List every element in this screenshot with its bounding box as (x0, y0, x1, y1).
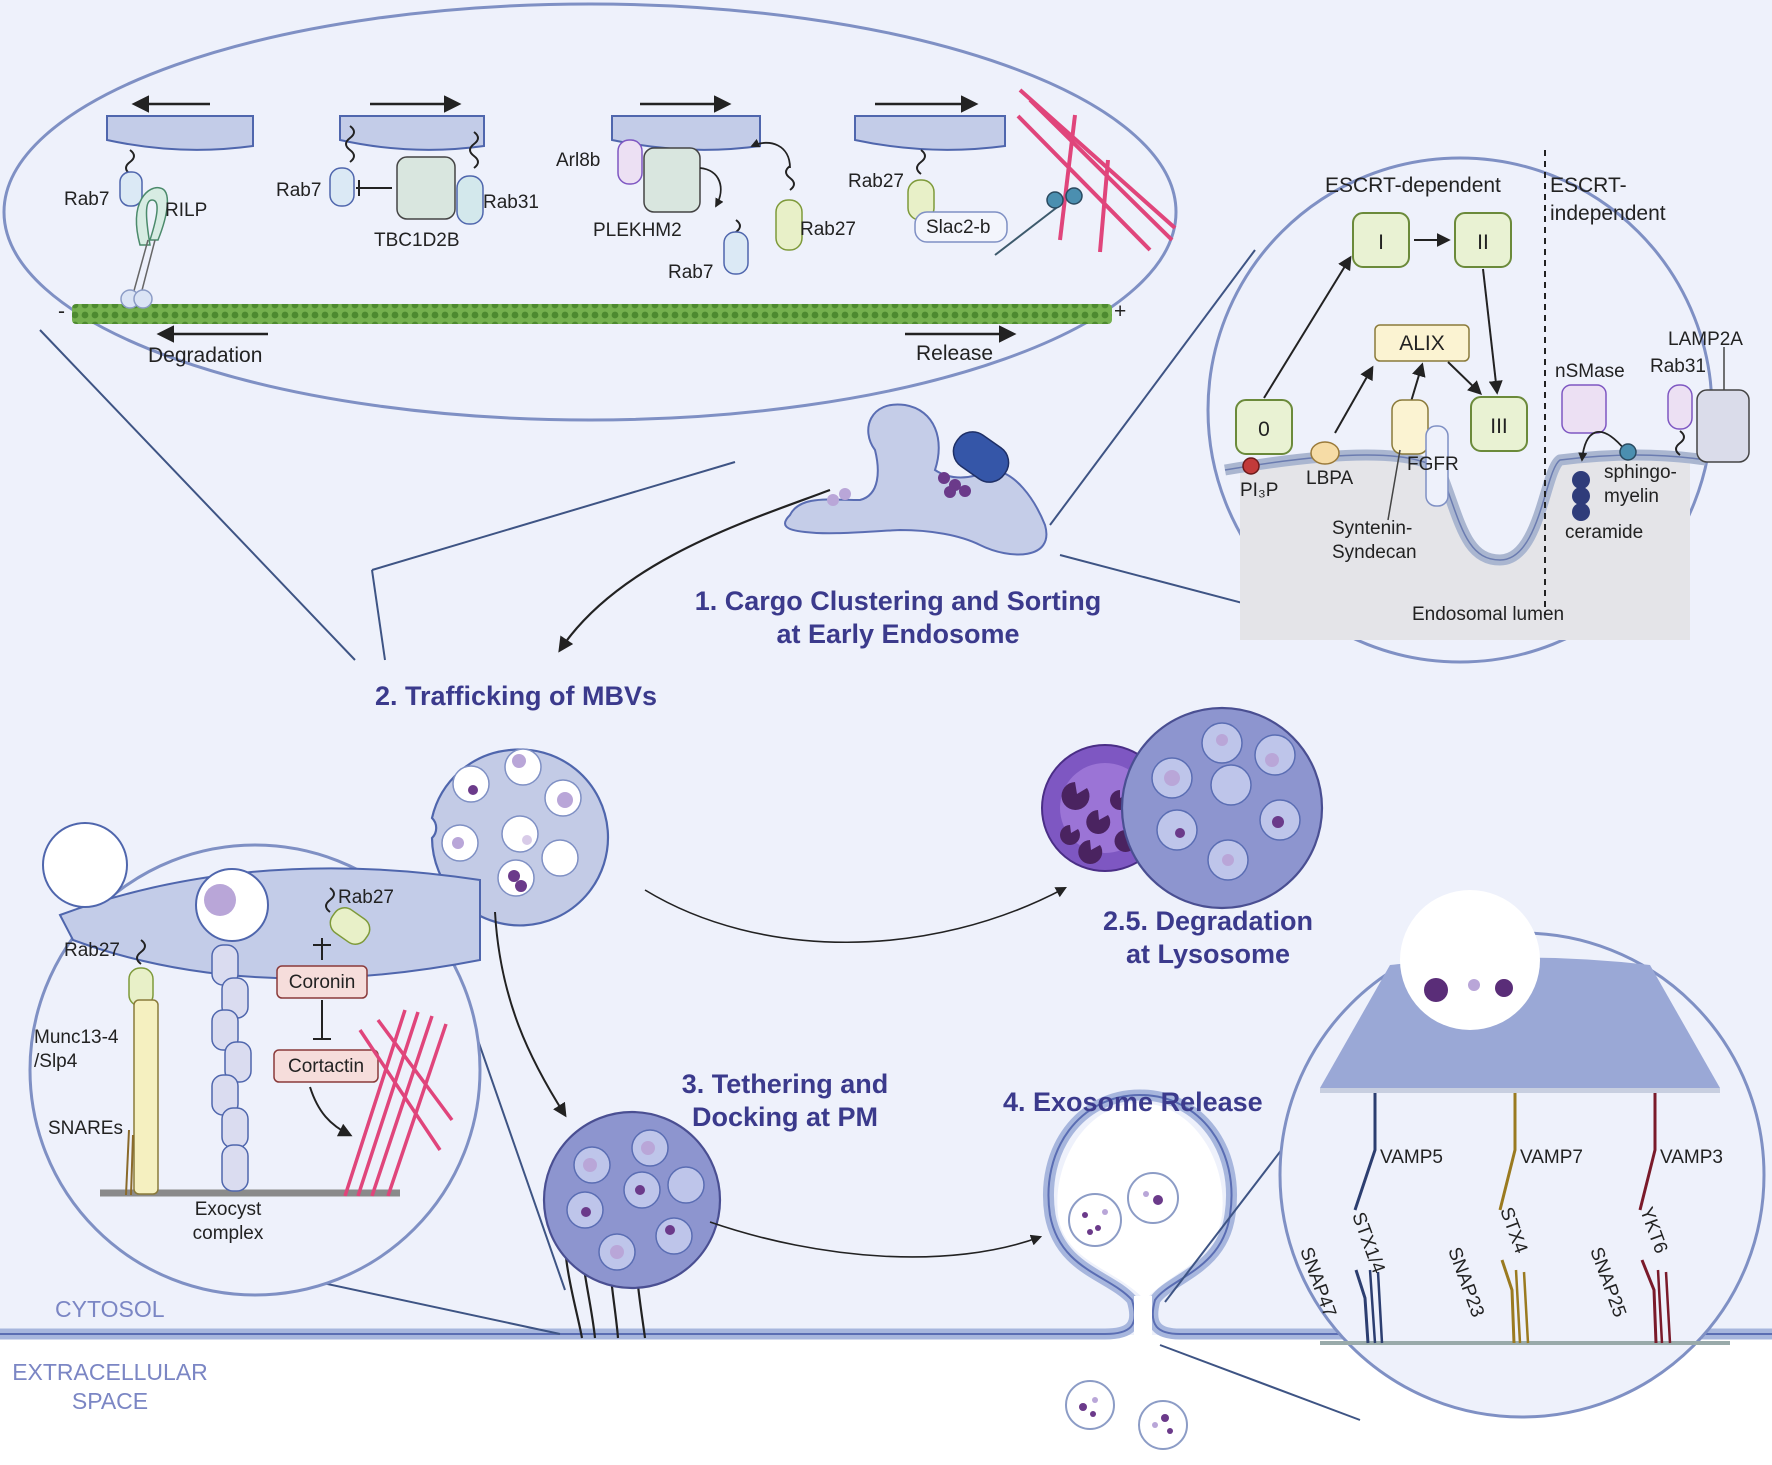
actin-filaments-dock (343, 1009, 454, 1197)
munc-label-1: Munc13-4 (34, 1027, 119, 1048)
minus-end-label: - (58, 300, 65, 323)
escrt-complex-2: II (1477, 231, 1489, 254)
escrt-independent-label-1: ESCRT- (1550, 174, 1627, 197)
vamp3-label: VAMP3 (1660, 1147, 1723, 1168)
ceramide-label: ceramide (1565, 522, 1643, 543)
rilp-label: RILP (165, 200, 207, 221)
rab7-label-2: Rab7 (276, 180, 321, 201)
arl8b-label: Arl8b (556, 150, 600, 171)
plasma-membrane-outline (0, 1093, 1772, 1335)
release-direction-label: Release (916, 342, 993, 365)
escrt-dependent-label: ESCRT-dependent (1325, 174, 1501, 197)
nsmase-label: nSMase (1555, 361, 1625, 382)
rab7-label-3: Rab7 (668, 262, 713, 283)
extracellular-label-line1: EXTRACELLULAR (12, 1359, 208, 1385)
escrt-independent-label-2: independent (1550, 202, 1666, 225)
rab27-label-2: Rab27 (848, 171, 904, 192)
snare-inset: VAMP5 STX1/4 SNAP47 VAMP7 STX4 SNAP23 VA… (1278, 890, 1766, 1419)
vamp5-label: VAMP5 (1380, 1147, 1443, 1168)
sphingomyelin-label-2: myelin (1604, 486, 1659, 507)
plekhm2-label: PLEKHM2 (593, 220, 682, 241)
microtubule (72, 304, 1112, 324)
alix-label: ALIX (1399, 332, 1445, 355)
rab27-dock-label-2: Rab27 (338, 887, 394, 908)
slac2b-label: Slac2-b (926, 217, 990, 238)
step25-heading-2: at Lysosome (1126, 939, 1290, 969)
extracellular-label-line2: SPACE (72, 1388, 148, 1414)
ceramide-cluster (1572, 471, 1590, 521)
escrt-complex-3: III (1490, 415, 1508, 438)
degradation-direction-label: Degradation (148, 344, 262, 367)
cortactin-label: Cortactin (288, 1056, 364, 1077)
step3-heading-1: 3. Tethering and (682, 1069, 889, 1099)
syntenin-label-1: Syntenin- (1332, 518, 1412, 539)
cytosol-label: CYTOSOL (55, 1296, 165, 1322)
endosomal-lumen-label: Endosomal lumen (1412, 604, 1564, 625)
rab31-label: Rab31 (483, 192, 539, 213)
docking-inset: Rab27 Munc13-4 /Slp4 SNAREs Exocyst comp… (28, 822, 482, 1297)
lamp2a-label: LAMP2A (1668, 329, 1743, 350)
rab31-escrt-label: Rab31 (1650, 356, 1706, 377)
rab7-label-1: Rab7 (64, 189, 109, 210)
lbpa-label: LBPA (1306, 468, 1354, 489)
pi3p-label: PI₃P (1240, 480, 1278, 501)
exocyst-label-1: Exocyst (195, 1199, 262, 1220)
mvb-docked (542, 1110, 722, 1339)
step4-heading: 4. Exosome Release (1003, 1087, 1263, 1117)
step25-heading-1: 2.5. Degradation (1103, 906, 1313, 936)
rab27-dock-label-1: Rab27 (64, 940, 120, 961)
munc-label-2: /Slp4 (34, 1051, 78, 1072)
syntenin-label-2: Syndecan (1332, 542, 1417, 563)
exosomes (1065, 1172, 1188, 1450)
tbc1d2b-label: TBC1D2B (374, 230, 460, 251)
escrt-inset: ESCRT-dependent ESCRT- independent I II … (1206, 150, 1750, 664)
plus-end-label: + (1114, 300, 1126, 323)
sphingomyelin-label-1: sphingo- (1604, 462, 1677, 483)
early-endosome (784, 403, 1048, 556)
escrt-complex-1: I (1378, 231, 1384, 254)
step2-heading: 2. Trafficking of MBVs (375, 681, 657, 711)
step3-heading-2: Docking at PM (692, 1102, 878, 1132)
vamp7-label: VAMP7 (1520, 1147, 1583, 1168)
fgfr-label: FGFR (1407, 454, 1459, 475)
rab27-label-1: Rab27 (800, 219, 856, 240)
actin-filaments-top (1016, 88, 1177, 253)
step1-heading-2: at Early Endosome (776, 619, 1019, 649)
coronin-label: Coronin (289, 972, 356, 993)
exocyst-label-2: complex (193, 1223, 264, 1244)
step1-heading-1: 1. Cargo Clustering and Sorting (695, 586, 1102, 616)
transport-inset: - + Degradation Release Rab7 RILP Rab7 R… (2, 2, 1178, 422)
snares-label: SNAREs (48, 1118, 123, 1139)
pore (1134, 1296, 1152, 1338)
escrt-complex-0: 0 (1258, 418, 1270, 441)
exocyst-complex (211, 944, 252, 1192)
lysosome (1041, 706, 1324, 910)
